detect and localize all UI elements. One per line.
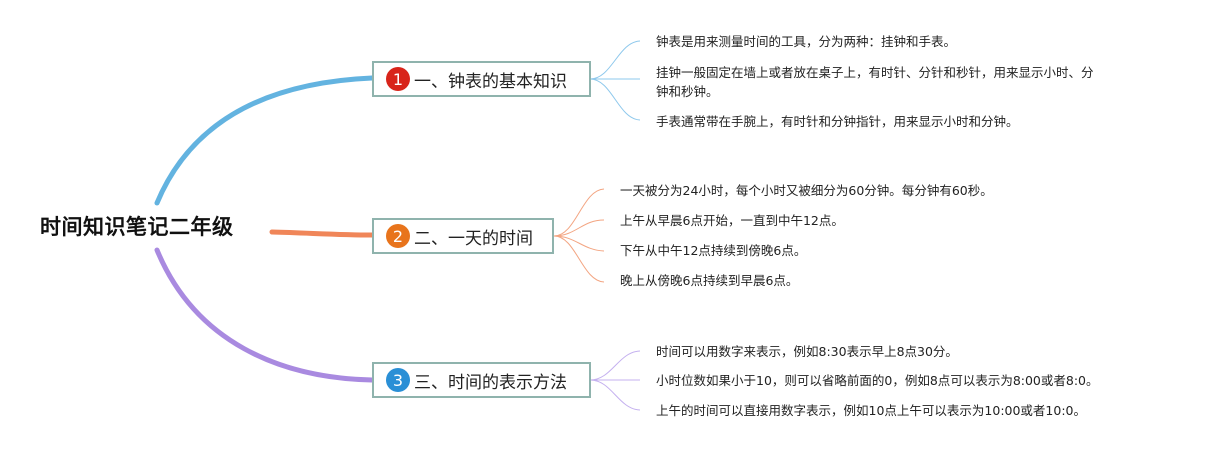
branch-label-2: 二、一天的时间	[414, 228, 533, 249]
leaf-3-2[interactable]: 小时位数如果小于10，则可以省略前面的0，例如8点可以表示为8:00或者8:0。	[656, 373, 1099, 388]
branch-topic-1[interactable]: 1 一、钟表的基本知识	[372, 61, 591, 97]
leaf-3-3[interactable]: 上午的时间可以直接用数字表示，例如10点上午可以表示为10:00或者10:0。	[656, 403, 1087, 418]
root-topic[interactable]: 时间知识笔记二年级	[40, 215, 234, 239]
branch-topic-3[interactable]: 3 三、时间的表示方法	[372, 362, 591, 398]
leaf-2-3[interactable]: 下午从中午12点持续到傍晚6点。	[620, 243, 807, 258]
leaf-2-4[interactable]: 晚上从傍晚6点持续到早晨6点。	[620, 273, 799, 288]
branch-curve-2	[269, 229, 375, 238]
number-badge-1: 1	[386, 67, 410, 91]
leaf-2-2[interactable]: 上午从早晨6点开始，一直到中午12点。	[620, 213, 844, 228]
branch-1-leaf-connectors	[589, 40, 641, 121]
branch-curve-1	[154, 75, 375, 206]
branch-topic-2[interactable]: 2 二、一天的时间	[372, 218, 554, 254]
leaf-1-2-cont[interactable]: 钟和秒钟。	[656, 84, 719, 99]
branch-curve-3	[154, 247, 375, 383]
branch-label-1: 一、钟表的基本知识	[414, 71, 567, 92]
number-badge-2: 2	[386, 224, 410, 248]
leaf-1-1[interactable]: 钟表是用来测量时间的工具，分为两种：挂钟和手表。	[656, 34, 957, 49]
leaf-3-1[interactable]: 时间可以用数字来表示，例如8:30表示早上8点30分。	[656, 344, 958, 359]
leaf-1-2[interactable]: 挂钟一般固定在墙上或者放在桌子上，有时针、分针和秒针，用来显示小时、分	[656, 65, 1094, 80]
branch-3-leaf-connectors	[589, 350, 641, 411]
branch-2-leaf-connectors	[553, 188, 605, 283]
branch-label-3: 三、时间的表示方法	[414, 372, 567, 393]
number-badge-3: 3	[386, 368, 410, 392]
leaf-1-3[interactable]: 手表通常带在手腕上，有时针和分钟指针，用来显示小时和分钟。	[656, 114, 1019, 129]
leaf-2-1[interactable]: 一天被分为24小时，每个小时又被细分为60分钟。每分钟有60秒。	[620, 183, 993, 198]
